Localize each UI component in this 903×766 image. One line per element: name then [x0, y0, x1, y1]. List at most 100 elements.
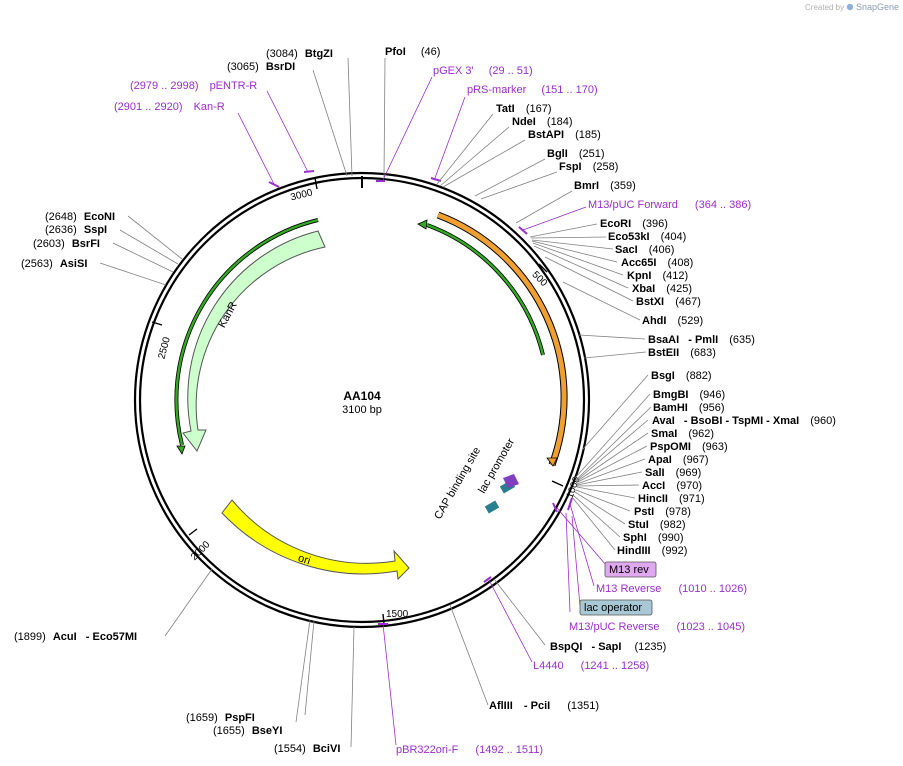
primer-labels: pGEX 3' (29 .. 51) pRS-marker (151 .. 17…	[114, 65, 751, 756]
bottom-labels: BspQI - SapI (1235) AflIII - PciI (1351)…	[14, 631, 666, 755]
tick-2000-mark	[188, 528, 198, 536]
restriction-site-label: BmrI (359)	[574, 180, 636, 192]
primer-label: pGEX 3' (29 .. 51)	[433, 65, 533, 77]
restriction-site-label: SalI (969)	[645, 467, 701, 479]
plasmid-size: 3100 bp	[342, 404, 382, 416]
restriction-site-label: BglI (251)	[547, 148, 605, 160]
ori-feature	[221, 499, 410, 581]
watermark-brand: SnapGene	[856, 2, 899, 12]
leader-line	[571, 515, 581, 607]
restriction-site-label: (2636) SspI	[45, 224, 107, 236]
orf-orange-arrowhead	[546, 457, 558, 467]
restriction-site-label: BsaAI - PmlI (635)	[648, 334, 755, 346]
restriction-site-label: Eco53kI (404)	[608, 231, 686, 243]
leader-line	[312, 69, 348, 177]
leader-line	[531, 239, 614, 250]
tick-1500-label: 1500	[386, 609, 409, 620]
restriction-site-label: ApaI (967)	[648, 454, 709, 466]
tick-500-mark	[538, 263, 548, 273]
leader-line	[99, 262, 167, 286]
restriction-site-label: SphI (990)	[623, 532, 684, 544]
leader-line	[347, 57, 353, 177]
ori-label: ori	[296, 552, 311, 567]
kanr-feature	[182, 230, 326, 452]
leader-line	[480, 171, 558, 200]
primer-label: pRS-marker (151 .. 170)	[467, 84, 598, 96]
primer-label: pBR322ori-F (1492 .. 1511)	[396, 744, 543, 756]
restriction-site-label: SmaI (962)	[651, 428, 714, 440]
restriction-site-label: AccI (970)	[642, 480, 702, 492]
leader-line	[576, 471, 643, 486]
restriction-site-label: SacI (406)	[615, 244, 674, 256]
restriction-site-label: (3065) BsrDI	[227, 61, 295, 73]
m13-rev-label: M13 rev	[609, 564, 649, 576]
leader-line	[164, 568, 213, 637]
restriction-site-label: PstI (978)	[634, 506, 691, 518]
leader-line	[434, 96, 466, 179]
leader-line	[576, 458, 646, 485]
primer-bar	[483, 576, 492, 583]
orf-green-left-arrowhead	[176, 445, 186, 455]
leader-line	[583, 351, 647, 359]
leader-line	[571, 496, 616, 551]
leader-line	[574, 491, 626, 525]
restriction-site-label: BstEII (683)	[648, 347, 716, 359]
primer-label: (2979 .. 2998) pENTR-R	[130, 80, 257, 92]
leader-line	[436, 113, 494, 185]
leader-line	[488, 579, 533, 663]
plasmid-name: AA104	[343, 389, 381, 403]
lac-operator-label: lac operator	[584, 602, 642, 614]
restriction-site-label: XbaI (425)	[632, 283, 692, 295]
primer-leader-lines	[237, 76, 607, 746]
tick-1000-mark	[551, 480, 564, 487]
primer-label: M13 Reverse (1010 .. 1026)	[596, 583, 747, 595]
restriction-site-label: BamHI (956)	[653, 402, 725, 414]
restriction-site-label: StuI (982)	[628, 519, 686, 531]
leader-line	[474, 158, 546, 197]
restriction-site-label: BsgI (882)	[651, 370, 712, 382]
orf-green-left-arc	[175, 218, 319, 446]
leader-line	[295, 619, 311, 723]
orf-orange-arc	[437, 212, 567, 466]
leader-line	[544, 256, 634, 302]
tick-2500-label: 2500	[156, 336, 172, 361]
leader-line	[515, 190, 573, 224]
restriction-site-label: BstXI (467)	[636, 296, 701, 308]
leader-line	[112, 242, 174, 273]
leader-line	[575, 445, 648, 484]
leader-line	[581, 374, 649, 451]
restriction-site-label: (1899) AcuI - Eco57MI	[14, 631, 137, 643]
restriction-site-label: TatI (167)	[496, 103, 552, 115]
leader-line	[575, 406, 652, 481]
leader-line	[350, 626, 355, 748]
leader-line	[575, 432, 649, 483]
snapgene-logo-icon	[846, 3, 854, 11]
leader-line	[382, 76, 433, 181]
orf-green-right-arrowhead	[417, 219, 428, 230]
restriction-site-label: BmgBI (946)	[653, 389, 725, 401]
leader-line	[522, 206, 587, 231]
leader-line	[266, 90, 309, 173]
leader-line	[529, 223, 598, 238]
feature-boxes: M13 rev lac operator	[579, 561, 657, 616]
tick-3000-mark	[314, 177, 318, 190]
restriction-site-label: EcoRI (396)	[600, 218, 668, 230]
leader-line	[530, 236, 607, 239]
restriction-site-label: AhdI (529)	[642, 315, 703, 327]
tick-3000-label: 3000	[289, 187, 314, 203]
leader-line	[119, 229, 179, 265]
restriction-site-label: KpnI (412)	[627, 270, 688, 282]
leader-line	[127, 215, 183, 260]
restriction-site-label: (1554) BciVI	[274, 743, 340, 755]
leader-line	[439, 126, 510, 187]
tick-2500-mark	[151, 321, 163, 326]
watermark-prefix: Created by	[805, 3, 844, 12]
restriction-site-label: (2603) BsrFI	[33, 238, 100, 250]
leader-line	[576, 486, 636, 499]
restriction-site-label: AvaI - BsoBI - TspMI - XmaI (960)	[652, 415, 836, 427]
leader-line	[565, 512, 571, 613]
leader-line	[576, 484, 640, 487]
restriction-site-label: PspOMI (963)	[650, 441, 728, 453]
tick-1500-mark	[382, 613, 385, 625]
